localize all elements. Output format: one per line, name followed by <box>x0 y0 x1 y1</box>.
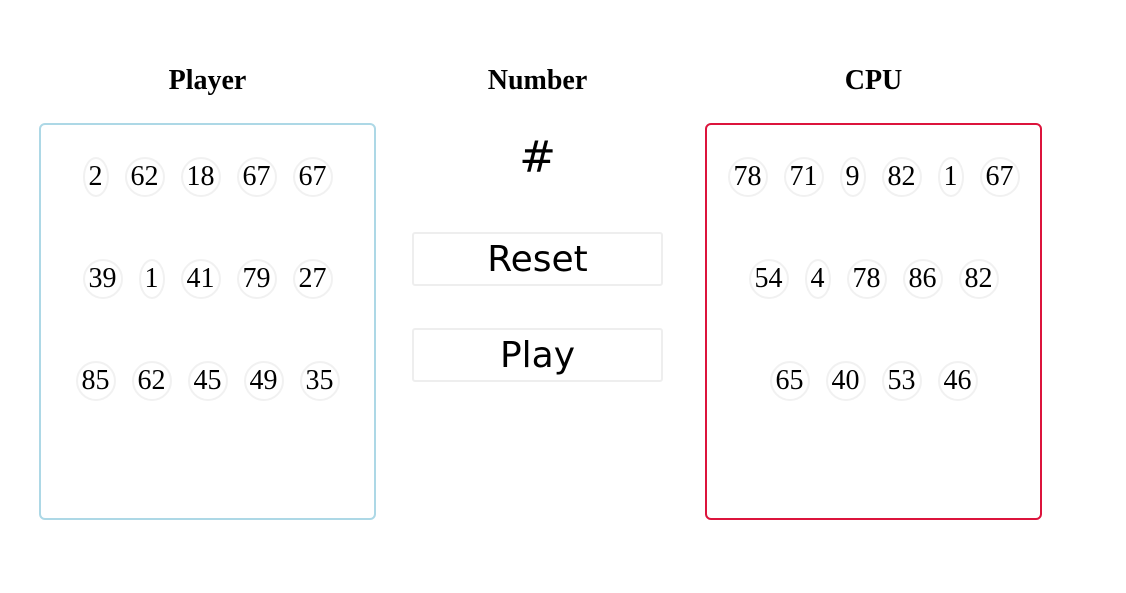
player-ball: 18 <box>180 157 221 197</box>
cpu-ball: 54 <box>748 259 789 299</box>
cpu-ball: 71 <box>783 157 824 197</box>
player-row: 85 62 45 49 35 <box>41 359 374 403</box>
number-title: Number <box>487 65 588 96</box>
player-ball: 45 <box>187 361 228 401</box>
cpu-ball: 1 <box>937 157 964 197</box>
player-ball: 1 <box>138 259 165 299</box>
cpu-ball: 46 <box>937 361 978 401</box>
play-button[interactable]: Play <box>412 328 663 382</box>
player-ball: 35 <box>299 361 340 401</box>
cpu-ball: 40 <box>825 361 866 401</box>
cpu-ball: 82 <box>958 259 999 299</box>
player-ball: 85 <box>75 361 116 401</box>
player-ball: 49 <box>243 361 284 401</box>
cpu-row: 65 40 53 46 <box>707 359 1040 403</box>
player-ball: 62 <box>131 361 172 401</box>
cpu-ball: 4 <box>804 259 831 299</box>
cpu-ball: 65 <box>769 361 810 401</box>
player-ball: 62 <box>124 157 165 197</box>
cpu-ball: 67 <box>979 157 1020 197</box>
player-ball: 27 <box>292 259 333 299</box>
cpu-title: CPU <box>844 65 903 96</box>
player-ball: 2 <box>82 157 109 197</box>
cpu-ball: 82 <box>881 157 922 197</box>
player-ball: 41 <box>180 259 221 299</box>
cpu-row: 78 71 9 82 1 67 <box>707 155 1040 199</box>
player-ball: 39 <box>82 259 123 299</box>
player-title: Player <box>168 65 247 96</box>
cpu-row: 54 4 78 86 82 <box>707 257 1040 301</box>
cpu-ball: 78 <box>727 157 768 197</box>
player-ball: 79 <box>236 259 277 299</box>
cpu-ball: 53 <box>881 361 922 401</box>
player-row: 2 62 18 67 67 <box>41 155 374 199</box>
reset-button[interactable]: Reset <box>412 232 663 286</box>
cpu-ball: 9 <box>839 157 866 197</box>
drawn-number: # <box>519 132 556 183</box>
cpu-ball: 86 <box>902 259 943 299</box>
player-card: 2 62 18 67 67 39 1 41 79 27 85 62 45 49 … <box>39 123 376 520</box>
player-row: 39 1 41 79 27 <box>41 257 374 301</box>
player-ball: 67 <box>236 157 277 197</box>
cpu-card: 78 71 9 82 1 67 54 4 78 86 82 65 40 53 4… <box>705 123 1042 520</box>
player-ball: 67 <box>292 157 333 197</box>
cpu-ball: 78 <box>846 259 887 299</box>
